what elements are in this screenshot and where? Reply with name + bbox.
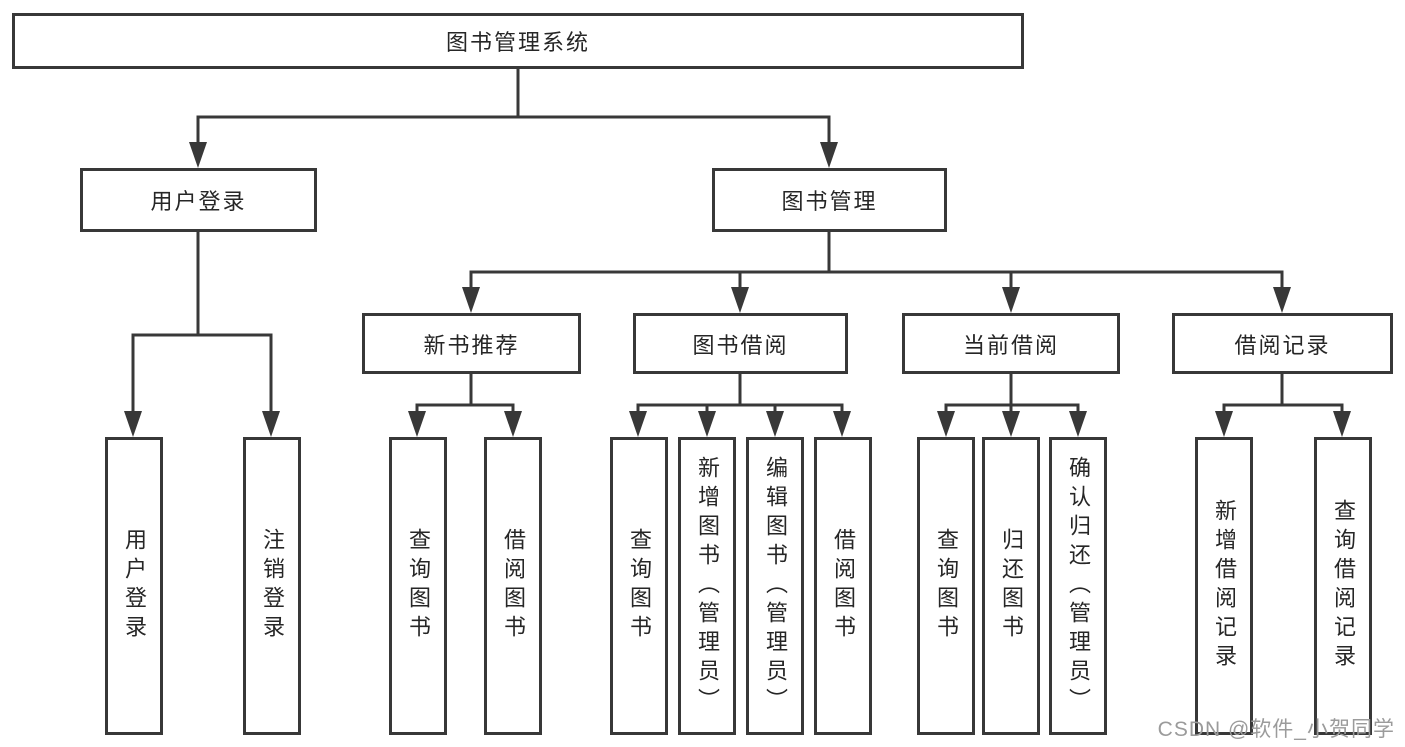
node-label: 新增借阅记录 (1212, 499, 1237, 673)
edge-newbook-to-leaves (408, 374, 522, 437)
arrow-down-icon (820, 142, 838, 168)
node-label: 查询图书 (627, 528, 652, 644)
arrow-down-icon (262, 411, 280, 437)
leaf-query-borrow-record: 查询借阅记录 (1314, 437, 1372, 735)
leaf-add-borrow-record: 新增借阅记录 (1195, 437, 1253, 735)
node-book-management-module: 图书管理 (712, 168, 947, 232)
arrow-down-icon (833, 411, 851, 437)
node-label: 借阅图书 (501, 528, 526, 644)
node-label: 用户登录 (122, 528, 147, 644)
edge-line (469, 270, 1284, 289)
node-label: 注销登录 (260, 528, 285, 644)
node-label: 查询借阅记录 (1331, 499, 1356, 673)
node-book-borrow: 图书借阅 (633, 313, 848, 374)
node-label: 编辑图书（管理员） (763, 455, 788, 717)
arrow-down-icon (1333, 411, 1351, 437)
leaf-borrow-books-recommend: 借阅图书 (484, 437, 542, 735)
node-label: 查询图书 (406, 528, 431, 644)
edge-current-to-leaves (937, 374, 1087, 437)
arrow-down-icon (766, 411, 784, 437)
arrow-down-icon (504, 411, 522, 437)
node-current-borrow: 当前借阅 (902, 313, 1120, 374)
leaf-add-books-admin: 新增图书（管理员） (678, 437, 736, 735)
edge-root-to-level2 (189, 69, 838, 168)
node-borrow-records: 借阅记录 (1172, 313, 1393, 374)
edge-line (636, 403, 844, 413)
arrow-down-icon (1069, 411, 1087, 437)
node-label: 新书推荐 (423, 332, 520, 358)
arrow-down-icon (1002, 411, 1020, 437)
node-label: 借阅记录 (1234, 332, 1331, 358)
node-new-book-recommend: 新书推荐 (362, 313, 581, 374)
node-label: 图书借阅 (692, 332, 789, 358)
node-label: 图书管理 (781, 189, 878, 214)
leaf-confirm-return-admin: 确认归还（管理员） (1049, 437, 1107, 735)
edge-borrow-to-leaves (629, 374, 851, 437)
leaf-user-login: 用户登录 (105, 437, 163, 735)
leaf-return-books: 归还图书 (982, 437, 1040, 735)
arrow-down-icon (1273, 287, 1291, 313)
edge-line (1222, 403, 1344, 413)
node-label: 当前借阅 (962, 332, 1059, 358)
arrow-down-icon (408, 411, 426, 437)
leaf-borrow-books: 借阅图书 (814, 437, 872, 735)
node-label: 归还图书 (999, 528, 1024, 644)
arrow-down-icon (189, 142, 207, 168)
edge-userlogin-to-leaves (124, 232, 280, 437)
arrow-down-icon (629, 411, 647, 437)
node-label: 借阅图书 (831, 528, 856, 644)
arrow-down-icon (731, 287, 749, 313)
edge-line (131, 333, 273, 413)
edge-bookmgmt-to-level3 (462, 232, 1291, 313)
edge-line (415, 403, 515, 413)
arrow-down-icon (1002, 287, 1020, 313)
arrow-down-icon (937, 411, 955, 437)
node-label: 用户登录 (150, 189, 247, 214)
leaf-query-books-current: 查询图书 (917, 437, 975, 735)
arrow-down-icon (698, 411, 716, 437)
node-root-system: 图书管理系统 (12, 13, 1024, 69)
leaf-logout: 注销登录 (243, 437, 301, 735)
edge-line (196, 115, 831, 144)
arrow-down-icon (124, 411, 142, 437)
node-label: 查询图书 (934, 528, 959, 644)
node-user-login-module: 用户登录 (80, 168, 317, 232)
node-label: 图书管理系统 (445, 30, 590, 55)
edge-records-to-leaves (1215, 374, 1351, 437)
csdn-watermark: CSDN @软件_小贺同学 (1157, 718, 1395, 741)
arrow-down-icon (462, 287, 480, 313)
arrow-down-icon (1215, 411, 1233, 437)
leaf-edit-books-admin: 编辑图书（管理员） (746, 437, 804, 735)
node-label: 确认归还（管理员） (1066, 455, 1091, 717)
leaf-query-books-borrow: 查询图书 (610, 437, 668, 735)
node-label: 新增图书（管理员） (695, 455, 720, 717)
leaf-query-books-recommend: 查询图书 (389, 437, 447, 735)
